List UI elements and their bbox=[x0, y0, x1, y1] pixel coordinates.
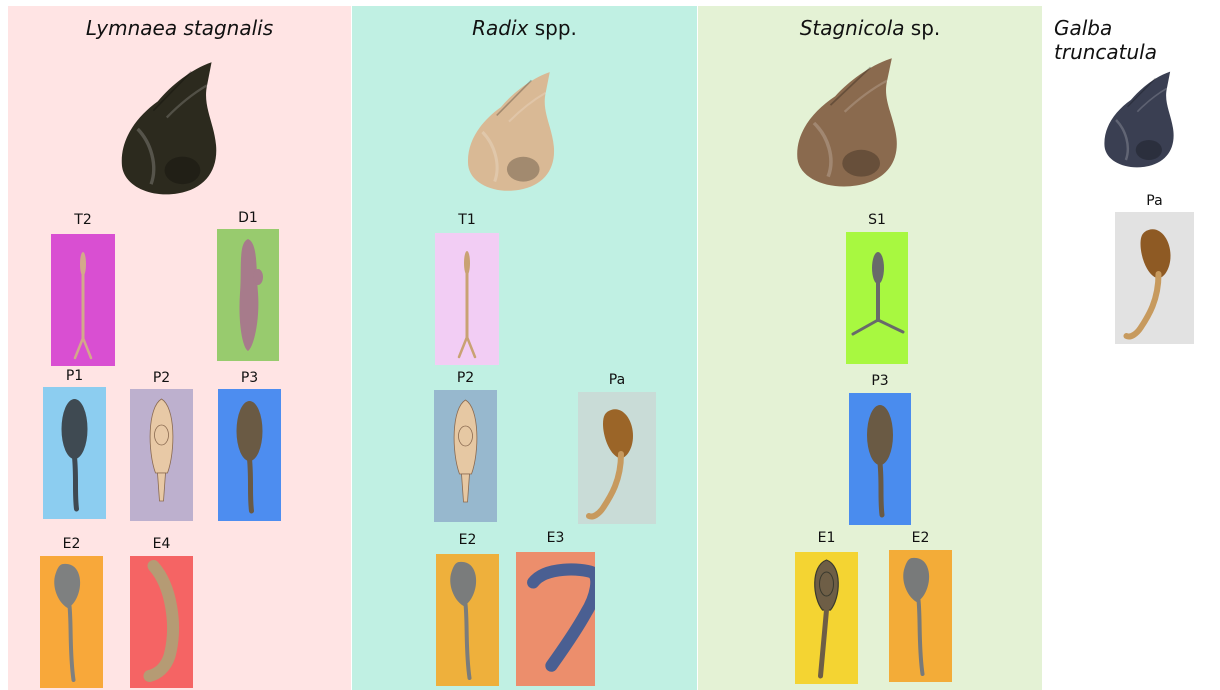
cercaria-image bbox=[849, 393, 911, 525]
column-title-lymnaea: Lymnaea stagnalis bbox=[8, 16, 351, 40]
cercaria-label: S1 bbox=[846, 212, 908, 228]
cercaria-image bbox=[43, 387, 106, 519]
cercaria-lymnaea-d1: D1 bbox=[217, 210, 279, 361]
cercaria-image bbox=[795, 552, 858, 684]
cercaria-image bbox=[51, 234, 115, 366]
cercaria-image bbox=[434, 390, 497, 522]
column-title-stagnicola: Stagnicola sp. bbox=[698, 16, 1042, 40]
cercaria-label: P3 bbox=[849, 373, 911, 389]
cercaria-label: E2 bbox=[436, 532, 499, 548]
cercaria-image bbox=[889, 550, 952, 682]
cercaria-label: P1 bbox=[43, 368, 106, 384]
cercaria-image bbox=[435, 233, 499, 365]
cercaria-label: P3 bbox=[218, 370, 281, 386]
cercaria-radix-p2: P2 bbox=[434, 370, 497, 522]
snail-shell-galba-image bbox=[1098, 70, 1180, 170]
cercaria-image bbox=[218, 389, 281, 521]
cercaria-lymnaea-e4: E4 bbox=[130, 536, 193, 688]
cercaria-lymnaea-e2: E2 bbox=[40, 536, 103, 688]
cercaria-image bbox=[130, 389, 193, 521]
cercaria-label: Pa bbox=[578, 372, 656, 388]
cercaria-label: T2 bbox=[51, 212, 115, 228]
cercaria-radix-e3: E3 bbox=[516, 530, 595, 686]
cercaria-label: E1 bbox=[795, 530, 858, 546]
cercaria-image bbox=[217, 229, 279, 361]
column-title-galba: Galba truncatula bbox=[1054, 16, 1220, 64]
cercaria-stagnicola-e1: E1 bbox=[795, 530, 858, 684]
snail-shell-stagnicola-image bbox=[788, 56, 906, 190]
cercaria-stagnicola-e2: E2 bbox=[889, 530, 952, 682]
cercaria-image bbox=[130, 556, 193, 688]
cercaria-stagnicola-p3: P3 bbox=[849, 373, 911, 525]
cercaria-label: E2 bbox=[889, 530, 952, 546]
snail-shell-lymnaea-image bbox=[113, 60, 225, 198]
cercaria-lymnaea-p2: P2 bbox=[130, 370, 193, 521]
cercaria-image bbox=[436, 554, 499, 686]
cercaria-label: E2 bbox=[40, 536, 103, 552]
cercaria-image bbox=[516, 552, 595, 686]
cercaria-image bbox=[578, 392, 656, 524]
cercaria-label: P2 bbox=[434, 370, 497, 386]
cercaria-lymnaea-t2: T2 bbox=[51, 212, 115, 366]
cercaria-image bbox=[1115, 212, 1194, 344]
cercaria-stagnicola-s1: S1 bbox=[846, 212, 908, 364]
cercaria-image bbox=[40, 556, 103, 688]
cercaria-label: E4 bbox=[130, 536, 193, 552]
cercaria-label: P2 bbox=[130, 370, 193, 386]
cercaria-label: T1 bbox=[435, 212, 499, 228]
snail-shell-radix-image bbox=[460, 70, 562, 194]
cercaria-lymnaea-p1: P1 bbox=[43, 368, 106, 519]
cercaria-galba-pa: Pa bbox=[1115, 193, 1194, 344]
cercaria-label: Pa bbox=[1115, 193, 1194, 209]
cercaria-label: D1 bbox=[217, 210, 279, 226]
cercaria-image bbox=[846, 232, 908, 364]
cercaria-label: E3 bbox=[516, 530, 595, 546]
cercaria-radix-e2: E2 bbox=[436, 532, 499, 686]
cercaria-lymnaea-p3: P3 bbox=[218, 370, 281, 521]
column-title-radix: Radix spp. bbox=[352, 16, 697, 40]
cercaria-radix-t1: T1 bbox=[435, 212, 499, 365]
cercaria-radix-pa: Pa bbox=[578, 372, 656, 524]
